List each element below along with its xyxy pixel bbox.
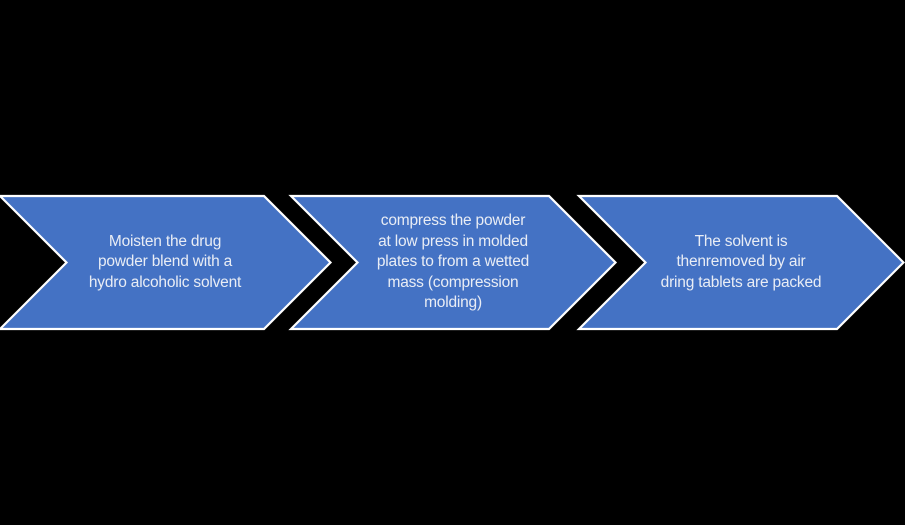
chevron-arrow-shape-1 [0, 194, 333, 331]
chevron-step-1-label: Moisten the drug powder blend with a hyd… [88, 232, 242, 291]
chevron-arrow-shape-2 [288, 194, 618, 331]
chevron-arrow-shape-3 [576, 194, 905, 331]
chevron-step-2-label: compress the powder at low press in mold… [376, 212, 530, 312]
chevron-step-3-label: The solvent is thenremoved by air dring … [660, 232, 822, 291]
